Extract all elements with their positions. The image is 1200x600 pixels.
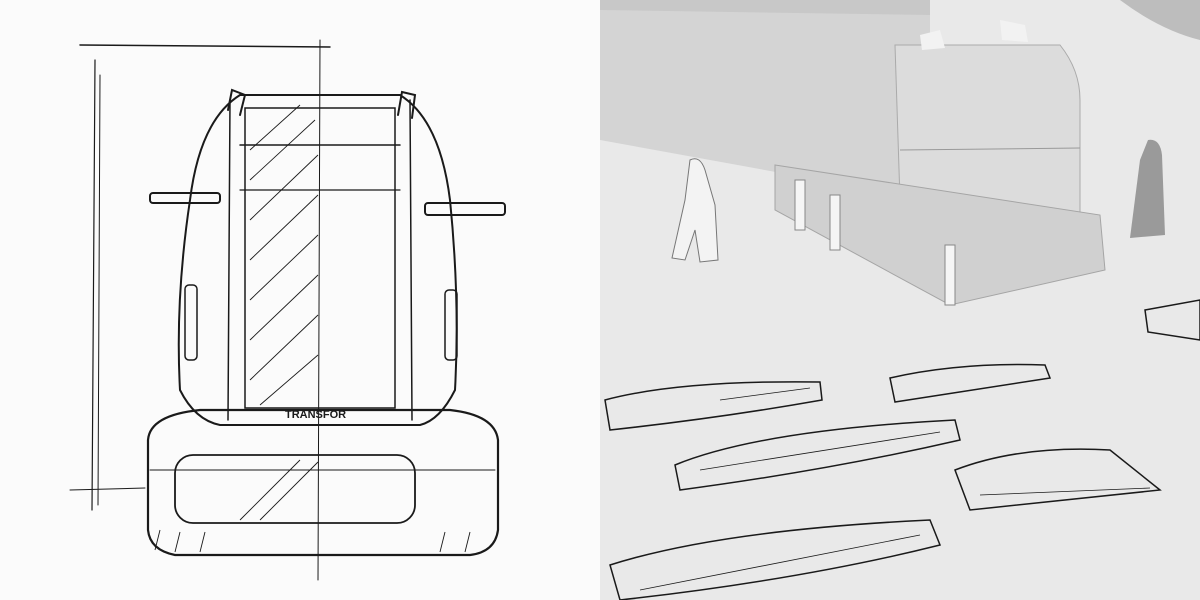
vehicle-lettering: TRANSFOR [285,409,346,421]
foam-model-photo [600,0,1200,600]
sketch-drawing: TRANSFOR [69,39,506,581]
vehicle-front-sketch: TRANSFOR [69,39,506,581]
photo-drawing [600,0,1200,600]
hatching [154,104,471,553]
